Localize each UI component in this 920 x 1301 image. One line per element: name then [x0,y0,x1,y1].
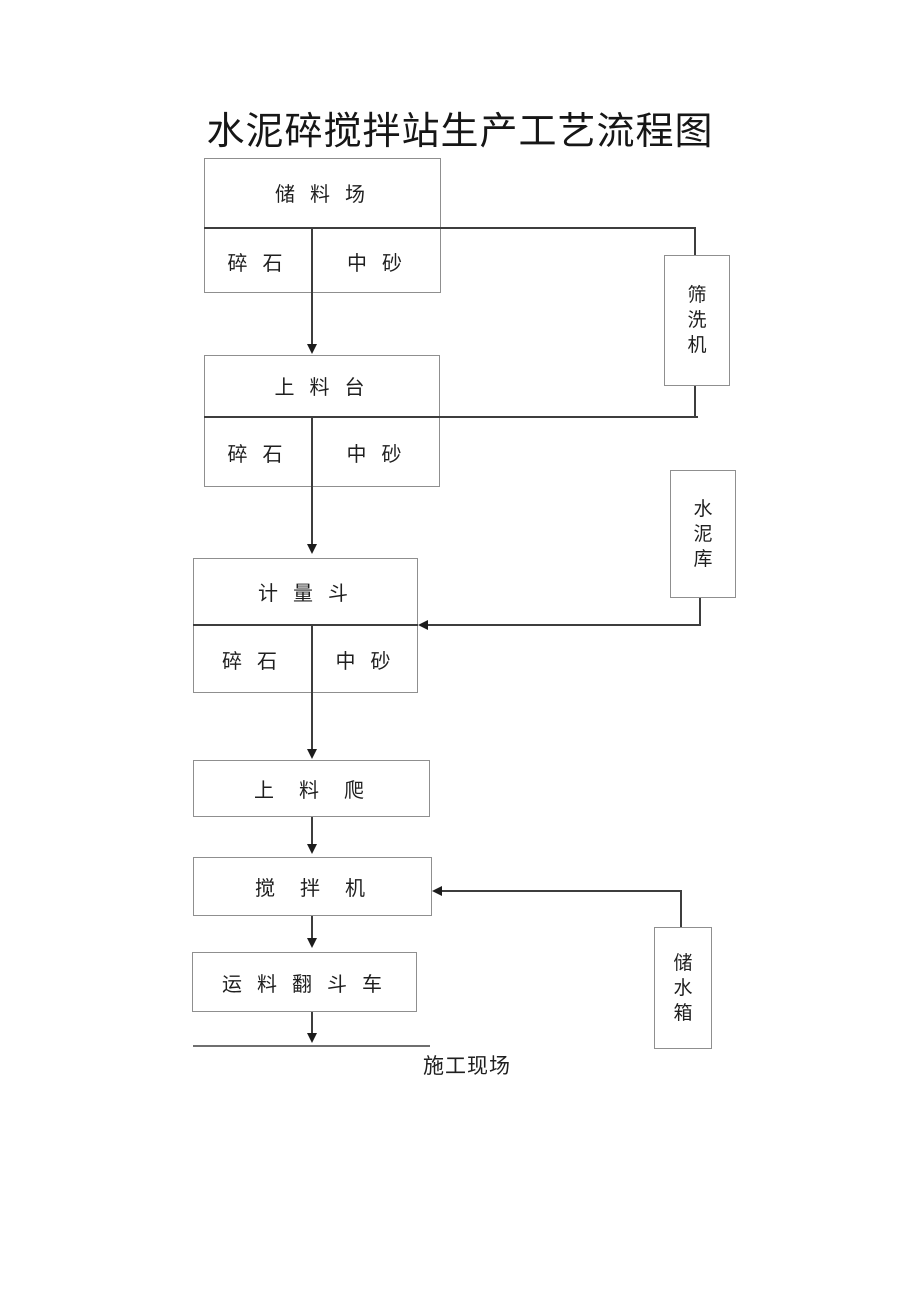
measuring-hopper-label: 计 量 斗 [258,582,353,605]
measuring-hopper-label-cell: 计 量 斗 [193,558,418,624]
water-tank-box: 储水箱 [654,927,712,1049]
arrow-water-tank-to-mixer-head [432,886,442,896]
medium-sand-label: 中 砂 [347,252,407,275]
screen-washer-label: 筛洗机 [687,285,707,356]
construction-site-label-wrap: 施工现场 [423,1050,511,1080]
crushed-stone-label: 碎 石 [222,651,282,673]
connector-water-tank-to-mixer [441,890,682,892]
arrow-hopper-to-climber-line [311,693,313,750]
storage-yard-label: 储 料 场 [275,184,370,206]
arrow-hopper-to-climber-head [307,749,317,759]
arrow-mixer-to-truck-line [311,916,313,939]
arrow-platform-to-hopper-line [311,487,313,545]
connector-screen-washer-to-platform [694,386,696,417]
arrow-truck-to-site-head [307,1033,317,1043]
page-title: 水泥碎搅拌站生产工艺流程图 [206,111,714,153]
arrow-climber-to-mixer-line [311,817,313,845]
crushed-stone-label: 碎 石 [227,444,288,466]
construction-site-label: 施工现场 [423,1054,511,1078]
arrow-cement-silo-to-hopper-head [418,620,428,630]
arrow-mixer-to-truck-head [307,938,317,948]
medium-sand-label: 中 砂 [335,651,396,673]
mixer-label: 搅 拌 机 [255,878,370,900]
loading-platform-label: 上 料 台 [274,377,370,399]
measuring-hopper-cell-medium-sand: 中 砂 [313,626,418,693]
loading-platform-divider-line [204,416,698,418]
connector-cement-silo-down [699,598,701,625]
arrow-platform-to-hopper-head [307,544,317,554]
loading-platform-cell-medium-sand: 中 砂 [313,418,440,487]
arrow-storage-to-platform-head [307,344,317,354]
crushed-stone-label: 碎 石 [227,252,288,275]
connector-storage-to-screen-washer [694,229,696,255]
medium-sand-label: 中 砂 [346,444,407,466]
storage-yard-divider-line [204,227,696,229]
dump-truck-box: 运 料 翻 斗 车 [192,952,417,1012]
arrow-truck-to-site-line [311,1012,313,1034]
loading-platform-label-cell: 上 料 台 [204,355,440,416]
arrow-climber-to-mixer-head [307,844,317,854]
storage-yard-cell-medium-sand: 中 砂 [313,229,441,293]
loading-platform-cell-divider [311,418,313,487]
construction-site-line [193,1045,430,1047]
measuring-hopper-cell-divider [311,626,313,693]
cement-silo-label: 水泥库 [693,498,713,570]
loading-climber-box: 上 料 爬 [193,760,430,817]
storage-yard-cell-divider [311,229,313,293]
storage-yard-box [204,158,441,293]
screen-washer-box: 筛洗机 [664,255,730,386]
dump-truck-label: 运 料 翻 斗 车 [222,973,387,996]
water-tank-label: 储水箱 [673,952,693,1024]
connector-cement-silo-to-hopper [427,624,701,626]
loading-platform-box [204,355,440,487]
loading-climber-label: 上 料 爬 [254,780,369,802]
measuring-hopper-divider-line [193,624,418,626]
storage-yard-cell-crushed-stone: 碎 石 [204,229,311,293]
loading-platform-cell-crushed-stone: 碎 石 [204,418,311,487]
storage-yard-label-cell: 储 料 场 [204,158,441,227]
measuring-hopper-cell-crushed-stone: 碎 石 [193,626,311,693]
cement-silo-box: 水泥库 [670,470,736,598]
arrow-storage-to-platform-line [311,293,313,345]
connector-water-tank-up [680,892,682,927]
mixer-box: 搅 拌 机 [193,857,432,916]
